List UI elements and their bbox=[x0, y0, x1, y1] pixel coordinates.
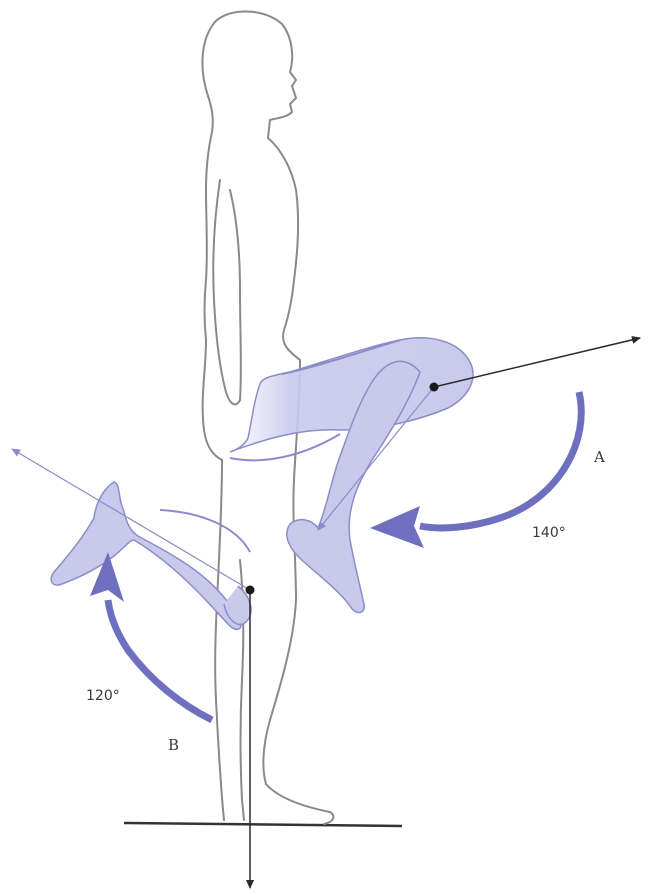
label-a: A bbox=[593, 448, 605, 466]
calf-b-bulge bbox=[160, 510, 250, 552]
thigh-bottom-edge bbox=[230, 434, 340, 460]
knee-pivot-b bbox=[246, 586, 255, 595]
ground-line bbox=[124, 823, 402, 826]
angle-arc-a-head bbox=[370, 506, 424, 548]
label-angle-b: 120° bbox=[86, 688, 120, 704]
angle-arc-a bbox=[420, 392, 581, 528]
angle-arc-b bbox=[108, 600, 212, 720]
label-b: B bbox=[168, 736, 179, 754]
label-angle-a: 140° bbox=[532, 525, 566, 541]
knee-pivot-a bbox=[430, 383, 439, 392]
shin-b-axis-line bbox=[12, 449, 250, 590]
flexed-shin-b-shape bbox=[51, 482, 241, 629]
